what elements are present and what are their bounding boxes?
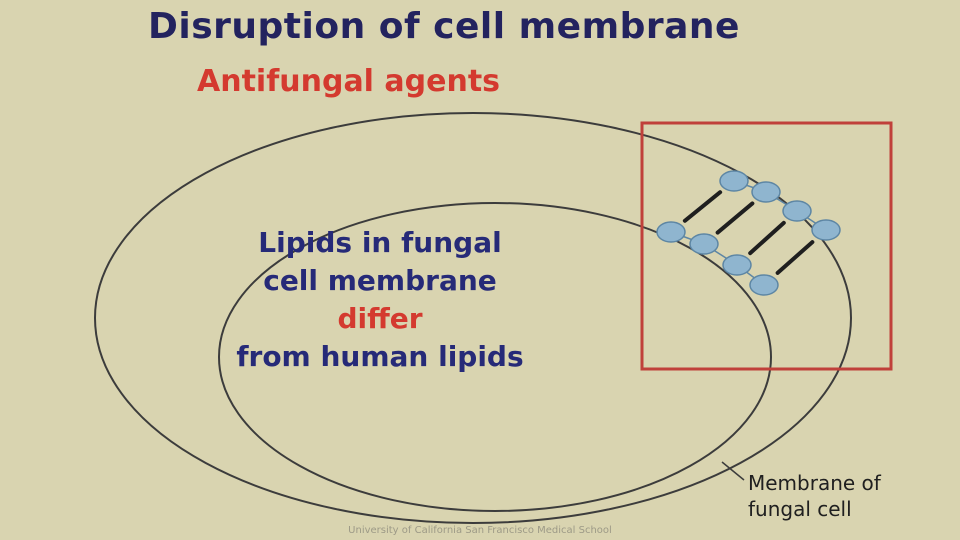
lipid-head: [811, 219, 841, 241]
slide-title: Disruption of cell membrane: [148, 6, 740, 47]
lipid-bilayer: [656, 170, 841, 296]
lipid-head: [722, 254, 752, 276]
lipid-head: [689, 233, 719, 255]
membrane-label: Membrane of fungal cell: [748, 470, 881, 522]
lipid-head: [656, 221, 686, 243]
lipid-tail: [748, 220, 786, 256]
inner-cell-membrane: [218, 202, 772, 512]
lipid-tail: [775, 240, 815, 275]
center-line-3: differ: [337, 302, 423, 336]
center-line-4: from human lipids: [236, 340, 524, 374]
lipid-head: [749, 274, 779, 296]
membrane-label-line-2: fungal cell: [748, 497, 852, 521]
lipid-head: [719, 170, 749, 192]
membrane-label-line-1: Membrane of: [748, 471, 881, 495]
slide-subtitle: Antifungal agents: [197, 64, 501, 99]
lipid-head: [751, 181, 781, 203]
footer-credit: University of California San Francisco M…: [348, 525, 612, 536]
lipid-head: [782, 200, 812, 222]
center-line-2: cell membrane: [263, 264, 497, 298]
zoom-box: [640, 121, 893, 371]
outer-cell-membrane: [94, 112, 852, 524]
lipid-tail: [682, 190, 723, 223]
lipid-tail: [715, 201, 755, 235]
membrane-label-pointer: [721, 461, 745, 481]
center-statement: Lipids in fungal cell membrane differ fr…: [170, 224, 590, 376]
center-line-1: Lipids in fungal: [258, 226, 502, 259]
